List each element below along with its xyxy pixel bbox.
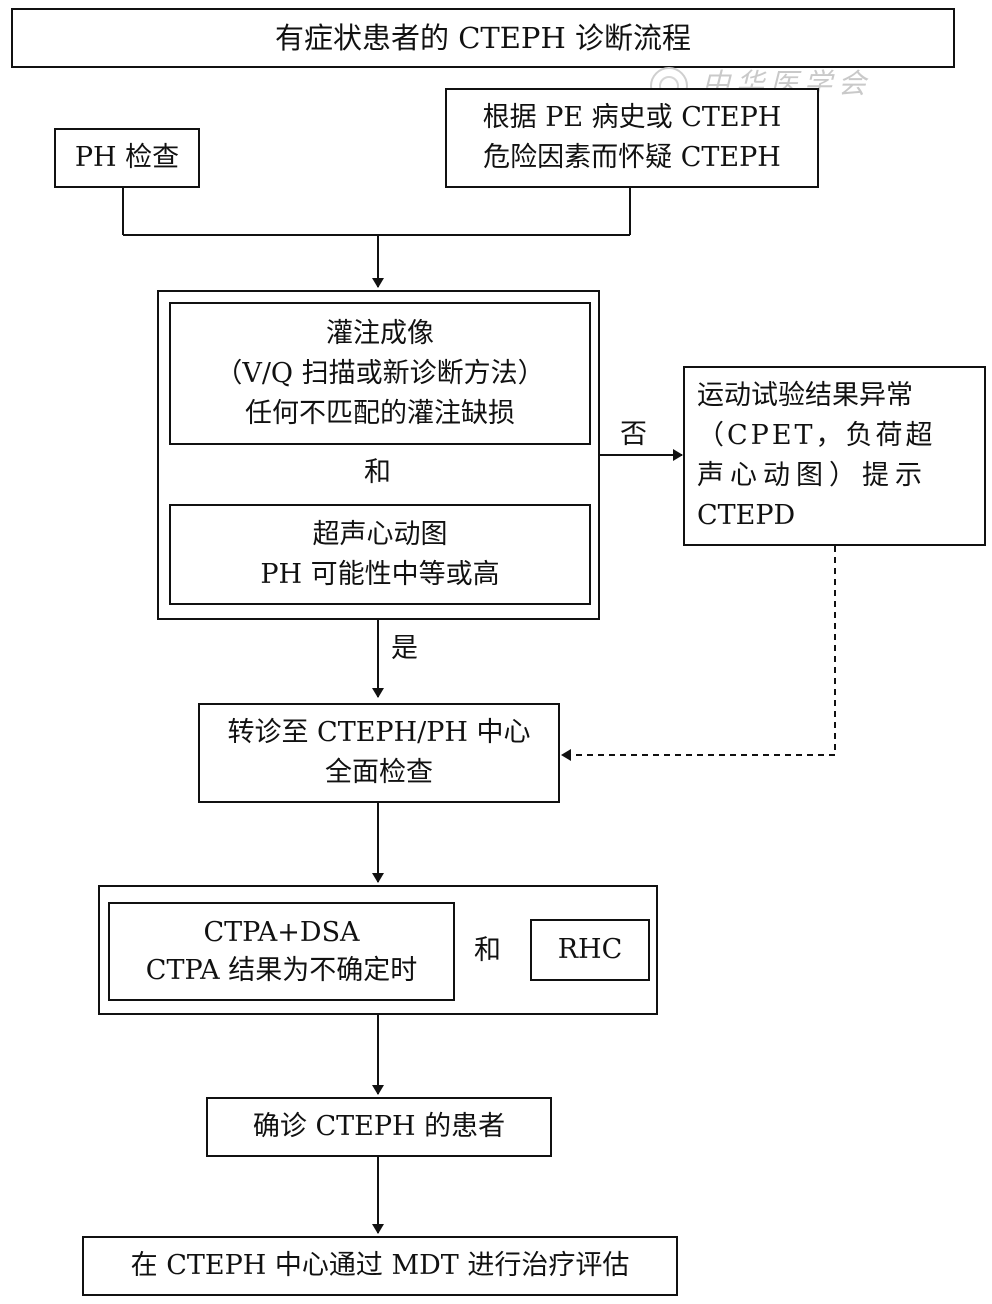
exercise-line-4: CTEPD xyxy=(697,500,796,531)
echocardiogram-box: 超声心动图 PH 可能性中等或高 xyxy=(169,504,591,605)
referral-line-2: 全面检查 xyxy=(325,757,433,788)
echo-line-2: PH 可能性中等或高 xyxy=(260,558,500,590)
dashed-exercise-to-refer xyxy=(561,546,836,761)
perfusion-line-2: （V/Q 扫描或新诊断方法） xyxy=(215,357,545,389)
ctpa-dsa-box: CTPA+DSA CTPA 结果为不确定时 xyxy=(108,902,455,1001)
and-label-1: 和 xyxy=(364,457,391,488)
echo-line-1: 超声心动图 xyxy=(312,518,448,550)
ph-check-box: PH 检查 xyxy=(54,128,200,188)
suspect-line-1: 根据 PE 病史或 CTEPH xyxy=(482,102,782,133)
mdt-text: 在 CTEPH 中心通过 MDT 进行治疗评估 xyxy=(130,1250,630,1281)
and-label-2: 和 xyxy=(474,935,501,966)
mdt-evaluation-box: 在 CTEPH 中心通过 MDT 进行治疗评估 xyxy=(82,1236,678,1296)
confirmed-text: 确诊 CTEPH 的患者 xyxy=(252,1111,506,1142)
suspect-line-2: 危险因素而怀疑 CTEPH xyxy=(483,142,781,173)
suspect-cteph-box: 根据 PE 病史或 CTEPH 危险因素而怀疑 CTEPH xyxy=(445,88,819,188)
page-title: 有症状患者的 CTEPH 诊断流程 xyxy=(11,8,955,68)
rhc-text: RHC xyxy=(557,934,623,965)
referral-box: 转诊至 CTEPH/PH 中心 全面检查 xyxy=(198,703,560,803)
perfusion-line-1: 灌注成像 xyxy=(326,317,434,349)
rhc-box: RHC xyxy=(530,919,650,981)
referral-line-1: 转诊至 CTEPH/PH 中心 xyxy=(227,717,531,748)
screening-group-frame xyxy=(157,290,600,620)
confirmed-cteph-box: 确诊 CTEPH 的患者 xyxy=(206,1097,552,1157)
edge-label-no: 否 xyxy=(620,419,647,450)
ctpa-line-2: CTPA 结果为不确定时 xyxy=(145,954,418,986)
ctpa-line-1: CTPA+DSA xyxy=(203,916,360,948)
edge-label-yes: 是 xyxy=(391,633,418,664)
page-title-text: 有症状患者的 CTEPH 诊断流程 xyxy=(275,21,691,55)
exercise-line-1: 运动试验结果异常 xyxy=(697,380,913,411)
perfusion-imaging-box: 灌注成像 （V/Q 扫描或新诊断方法） 任何不匹配的灌注缺损 xyxy=(169,302,591,445)
exercise-line-3: 声心动图）提示 xyxy=(697,460,928,491)
ph-check-text: PH 检查 xyxy=(74,142,180,173)
exercise-line-2: （CPET，负荷超 xyxy=(697,420,936,451)
imaging-group-frame xyxy=(98,885,658,1015)
exercise-test-box: 运动试验结果异常 （CPET，负荷超 声心动图）提示 CTEPD xyxy=(683,366,986,546)
perfusion-line-3: 任何不匹配的灌注缺损 xyxy=(245,397,515,429)
